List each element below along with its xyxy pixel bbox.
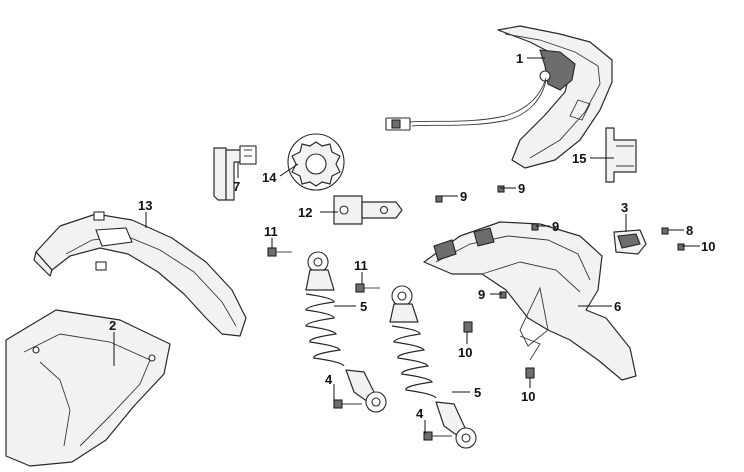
callout-5: 5 (474, 385, 481, 400)
callout-2: 2 (109, 318, 116, 333)
bracket-15 (605, 127, 637, 183)
callout-9: 9 (478, 287, 485, 302)
callout-12: 12 (298, 205, 312, 220)
callout-4: 4 (325, 372, 333, 387)
callout-10: 10 (458, 345, 472, 360)
front-fender-13 (33, 211, 247, 337)
callout-11: 11 (354, 258, 368, 273)
callout-7: 7 (233, 179, 240, 194)
bracket-12 (333, 195, 403, 225)
inner-panel-2 (5, 309, 171, 467)
lock-ring-14 (287, 133, 345, 191)
callout-9: 9 (552, 219, 559, 234)
reflector-3 (613, 229, 647, 255)
rear-mudguard-6 (423, 221, 637, 381)
callout-10: 10 (701, 239, 715, 254)
screws (267, 247, 452, 441)
callout-10: 10 (521, 389, 535, 404)
callout-9: 9 (518, 181, 525, 196)
callout-8: 8 (686, 223, 693, 238)
fasteners (435, 185, 685, 379)
callout-3: 3 (621, 200, 628, 215)
callout-11: 11 (264, 224, 278, 239)
callout-6: 6 (614, 299, 621, 314)
callout-1: 1 (516, 51, 523, 66)
callout-5: 5 (360, 299, 367, 314)
shock-absorber-left (305, 251, 387, 413)
tail-light-assembly (385, 25, 613, 169)
leader-lines (113, 57, 700, 434)
callout-14: 14 (262, 170, 277, 185)
callout-labels: 1 2 3 4 4 5 5 6 7 8 9 9 9 9 10 10 10 11 … (109, 51, 715, 421)
callout-9: 9 (460, 189, 467, 204)
bracket-7 (213, 145, 257, 201)
callout-13: 13 (138, 198, 152, 213)
callout-15: 15 (572, 151, 586, 166)
shock-absorber-right (389, 285, 477, 449)
callout-4: 4 (416, 406, 424, 421)
